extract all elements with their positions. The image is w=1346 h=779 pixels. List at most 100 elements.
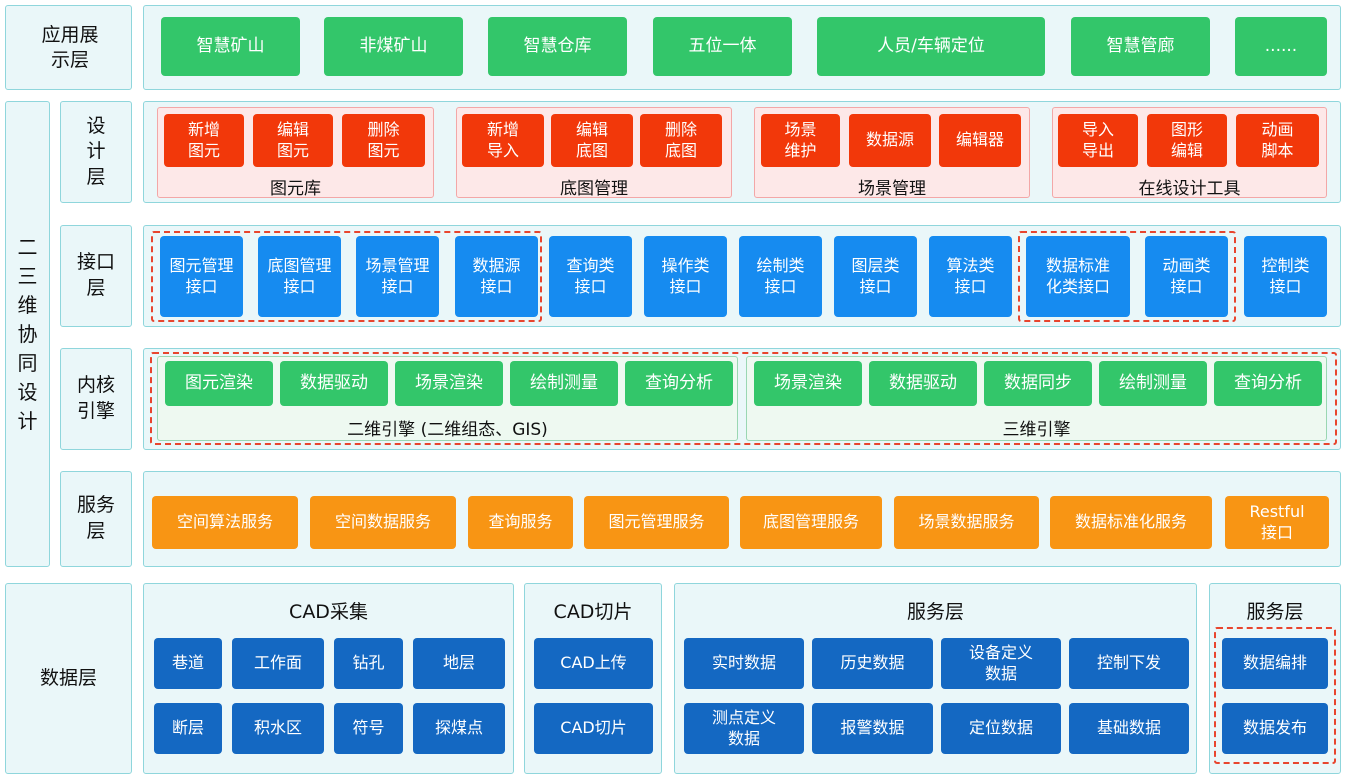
data-source-api[interactable]: 数据源 接口 — [455, 236, 538, 317]
add-import-button[interactable]: 新增 导入 — [462, 114, 544, 167]
data-service2-title: 服务层 — [1246, 601, 1304, 623]
layer-label-text: 内核引擎 — [76, 374, 115, 422]
app-item-smart-warehouse[interactable]: 智慧仓库 — [488, 17, 627, 76]
animation-script-button[interactable]: 动画 脚本 — [1236, 114, 1319, 167]
algorithm-api[interactable]: 算法类 接口 — [929, 236, 1012, 317]
service-layer-label: 服务层 — [60, 471, 132, 567]
basic-data-button[interactable]: 基础数据 — [1069, 703, 1189, 754]
query-api[interactable]: 查询类 接口 — [549, 236, 632, 317]
basemap-management-service[interactable]: 底图管理服务 — [740, 496, 882, 549]
edit-primitive-button[interactable]: 编辑 图元 — [253, 114, 333, 167]
engine2d-query-analysis[interactable]: 查询分析 — [625, 361, 733, 406]
water-area-button[interactable]: 积水区 — [232, 703, 324, 754]
layer-label-text: 设计层 — [86, 114, 106, 188]
data-source-button[interactable]: 数据源 — [849, 114, 931, 167]
engine2d-scene-render[interactable]: 场景渲染 — [395, 361, 503, 406]
delete-primitive-button[interactable]: 删除 图元 — [342, 114, 425, 167]
realtime-data-button[interactable]: 实时数据 — [684, 638, 804, 689]
primitive-management-service[interactable]: 图元管理服务 — [584, 496, 729, 549]
data-orchestration-button[interactable]: 数据编排 — [1222, 638, 1328, 689]
engine3d-scene-render[interactable]: 场景渲染 — [754, 361, 862, 406]
add-primitive-button[interactable]: 新增 图元 — [164, 114, 244, 167]
operation-api[interactable]: 操作类 接口 — [644, 236, 727, 317]
interface-group-highlight-right — [1018, 231, 1236, 322]
app-item-personnel-vehicle-location[interactable]: 人员/车辆定位 — [817, 17, 1045, 76]
engine3d-data-driven[interactable]: 数据驱动 — [869, 361, 977, 406]
delete-basemap-button[interactable]: 删除 底图 — [640, 114, 722, 167]
engine2d-data-driven[interactable]: 数据驱动 — [280, 361, 388, 406]
control-api[interactable]: 控制类 接口 — [1244, 236, 1327, 317]
app-item-five-in-one[interactable]: 五位一体 — [653, 17, 792, 76]
borehole-button[interactable]: 钻孔 — [334, 638, 403, 689]
interface-layer-label: 接口层 — [60, 225, 132, 327]
history-data-button[interactable]: 历史数据 — [812, 638, 933, 689]
data-standardization-api[interactable]: 数据标准 化类接口 — [1026, 236, 1130, 317]
kernel-highlight — [150, 352, 1337, 445]
import-export-button[interactable]: 导入 导出 — [1058, 114, 1138, 167]
app-layer-label: 应用展示层 — [41, 23, 99, 71]
app-item-smart-gallery[interactable]: 智慧管廊 — [1071, 17, 1210, 76]
data-service2-highlight — [1214, 627, 1336, 764]
coal-exploration-point-button[interactable]: 探煤点 — [413, 703, 505, 754]
collab-design-panel — [5, 101, 50, 567]
restful-api-button[interactable]: Restful 接口 — [1225, 496, 1329, 549]
edit-basemap-button[interactable]: 编辑 底图 — [551, 114, 633, 167]
query-service[interactable]: 查询服务 — [468, 496, 573, 549]
engine2d-primitive-render[interactable]: 图元渲染 — [165, 361, 273, 406]
app-item-non-coal-mine[interactable]: 非煤矿山 — [324, 17, 463, 76]
cad-collect-title: CAD采集 — [289, 601, 368, 623]
engine-2d-caption: 二维引擎 (二维组态、GIS) — [347, 420, 548, 440]
interface-layer-label-panel — [60, 225, 132, 327]
design-group-caption-primitive-library: 图元库 — [270, 179, 321, 199]
app-item-smart-mine[interactable]: 智慧矿山 — [161, 17, 300, 76]
stratum-button[interactable]: 地层 — [413, 638, 505, 689]
control-dispatch-button[interactable]: 控制下发 — [1069, 638, 1189, 689]
engine2d-draw-measure[interactable]: 绘制测量 — [510, 361, 618, 406]
draw-api[interactable]: 绘制类 接口 — [739, 236, 822, 317]
scene-data-service[interactable]: 场景数据服务 — [894, 496, 1039, 549]
graphic-edit-button[interactable]: 图形 编辑 — [1147, 114, 1227, 167]
animation-api[interactable]: 动画类 接口 — [1145, 236, 1228, 317]
app-item-more[interactable]: ...... — [1235, 17, 1327, 76]
collab-design-label: 二三维协同设计 — [5, 101, 50, 567]
fault-button[interactable]: 断层 — [154, 703, 222, 754]
engine3d-data-sync[interactable]: 数据同步 — [984, 361, 1092, 406]
point-definition-data-button[interactable]: 测点定义 数据 — [684, 703, 804, 754]
cad-slice-title: CAD切片 — [553, 601, 633, 623]
scene-maintain-button[interactable]: 场景 维护 — [761, 114, 840, 167]
design-group-caption-scene: 场景管理 — [858, 179, 926, 199]
spatial-data-service[interactable]: 空间数据服务 — [310, 496, 456, 549]
design-group-caption-online-tools: 在线设计工具 — [1138, 179, 1241, 199]
data-layer-label-panel — [5, 583, 132, 774]
kernel-layer-label-panel — [60, 348, 132, 450]
design-layer-label: 设计层 — [60, 101, 132, 203]
location-data-button[interactable]: 定位数据 — [941, 703, 1061, 754]
primitive-management-api[interactable]: 图元管理 接口 — [160, 236, 243, 317]
device-definition-data-button[interactable]: 设备定义 数据 — [941, 638, 1061, 689]
spatial-algorithm-service[interactable]: 空间算法服务 — [152, 496, 298, 549]
working-face-button[interactable]: 工作面 — [232, 638, 324, 689]
roadway-button[interactable]: 巷道 — [154, 638, 222, 689]
engine3d-draw-measure[interactable]: 绘制测量 — [1099, 361, 1207, 406]
layer-api[interactable]: 图层类 接口 — [834, 236, 917, 317]
basemap-management-api[interactable]: 底图管理 接口 — [258, 236, 341, 317]
alarm-data-button[interactable]: 报警数据 — [812, 703, 933, 754]
engine3d-query-analysis[interactable]: 查询分析 — [1214, 361, 1322, 406]
collab-design-text: 二三维协同设计 — [17, 234, 38, 433]
cad-slice-button[interactable]: CAD切片 — [534, 703, 653, 754]
service-layer-label-panel — [60, 471, 132, 567]
symbol-button[interactable]: 符号 — [334, 703, 403, 754]
design-group-caption-basemap: 底图管理 — [560, 179, 628, 199]
app-layer-label-panel — [5, 5, 132, 90]
scene-management-api[interactable]: 场景管理 接口 — [356, 236, 439, 317]
layer-label-text: 接口层 — [76, 251, 115, 299]
kernel-layer-label: 内核引擎 — [60, 348, 132, 450]
cad-upload-button[interactable]: CAD上传 — [534, 638, 653, 689]
interface-group-highlight-left — [151, 231, 542, 322]
engine-3d-caption: 三维引擎 — [1002, 420, 1071, 440]
data-service-title: 服务层 — [906, 601, 964, 623]
data-publish-button[interactable]: 数据发布 — [1222, 703, 1328, 754]
editor-button[interactable]: 编辑器 — [939, 114, 1021, 167]
design-layer-label-panel — [60, 101, 132, 203]
data-standardization-service[interactable]: 数据标准化服务 — [1050, 496, 1212, 549]
